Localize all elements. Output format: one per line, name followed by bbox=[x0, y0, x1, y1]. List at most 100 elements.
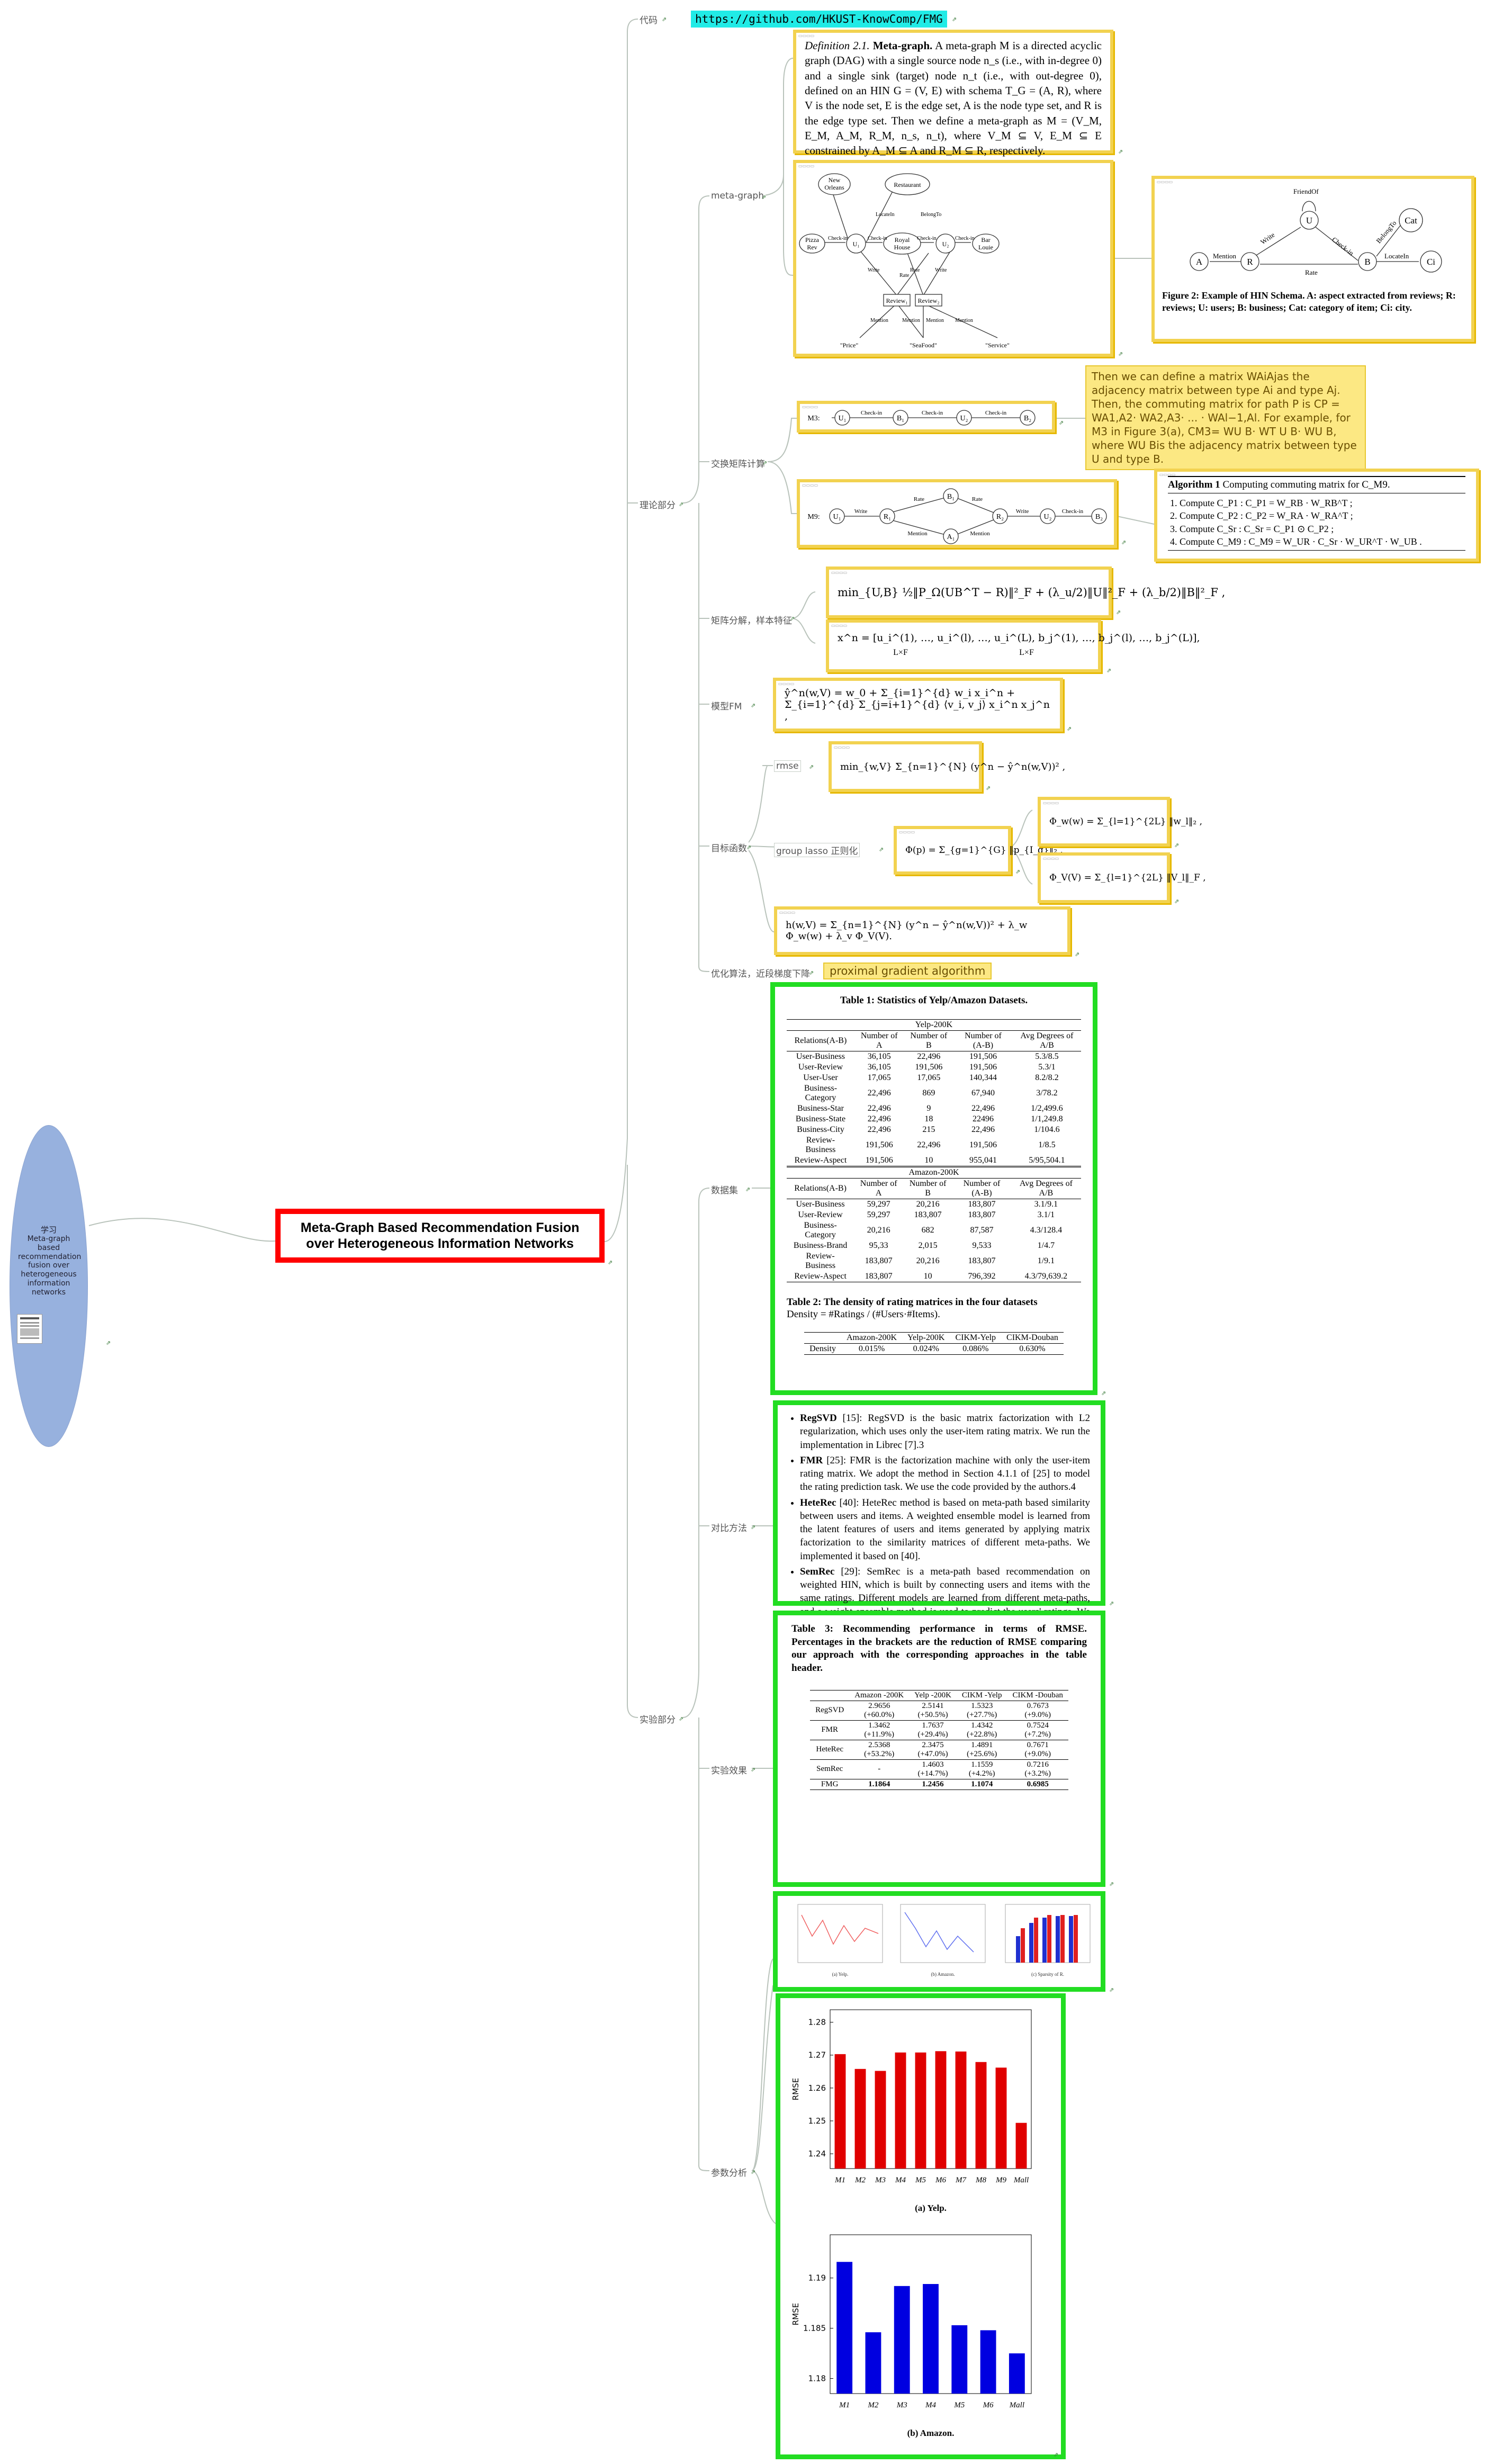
rmse-reduction: (+27.7%) bbox=[967, 1710, 997, 1719]
table-cell: User-User bbox=[803, 1073, 838, 1082]
node-objective[interactable]: 目标函数 bbox=[709, 841, 749, 854]
svg-text:BelongTo: BelongTo bbox=[1374, 219, 1398, 245]
feature-vector-card[interactable]: ▭▭▭▭ x^n = [u_i^(1), …, u_i^(l), …, u_i^… bbox=[826, 619, 1200, 672]
code-label[interactable]: 代码 bbox=[638, 13, 659, 26]
table-header-cell: Number of B bbox=[909, 1179, 947, 1198]
y-tick-label: 1.18 bbox=[808, 2374, 826, 2384]
root-topic[interactable] bbox=[10, 1125, 88, 1447]
bar bbox=[875, 2071, 886, 2169]
phi-w-card[interactable]: ▭▭▭▭ Φ_w(w) = Σ_{l=1}^{2L} ‖w_l‖₂ , bbox=[1038, 797, 1202, 847]
definition-text: Definition 2.1. Meta-graph. A meta-graph… bbox=[805, 38, 1102, 158]
section-theory[interactable]: 理论部分 bbox=[638, 498, 677, 511]
baseline-name: HeteRec bbox=[800, 1497, 836, 1508]
baselines-card[interactable]: RegSVD [15]: RegSVD is the basic matrix … bbox=[773, 1400, 1105, 1631]
svg-text:FriendOf: FriendOf bbox=[1293, 187, 1319, 195]
convergence-thumbnails-card[interactable]: (a) Yelp. (b) Amazon. (c) Sparsity of R. bbox=[773, 1891, 1105, 1992]
bar bbox=[915, 2052, 926, 2169]
table-cell: 1.1559(+4.2%) bbox=[957, 1759, 1007, 1779]
datasets-card[interactable]: Table 1: Statistics of Yelp/Amazon Datas… bbox=[770, 982, 1097, 1395]
group-lasso-card[interactable]: ▭▭▭▭ Φ(p) = Σ_{g=1}^{G} ‖p_{I_g}‖₂ , bbox=[894, 826, 1063, 875]
amazon-title: Amazon-200K bbox=[787, 1166, 1081, 1179]
definition-card[interactable]: ▭▭▭▭ Definition 2.1. Meta-graph. A meta-… bbox=[793, 30, 1113, 157]
schema-caption: Figure 2: Example of HIN Schema. A: aspe… bbox=[1162, 290, 1456, 313]
node-commuting-matrix[interactable]: 交换矩阵计算 bbox=[709, 456, 767, 470]
table-cell: 191,506 bbox=[969, 1140, 997, 1149]
node-rmse[interactable]: rmse bbox=[774, 760, 801, 772]
m9-label: M9: bbox=[807, 513, 820, 521]
commuting-note[interactable]: Then we can define a matrix WAiAjas the … bbox=[1085, 365, 1366, 470]
plot-frame bbox=[830, 2009, 1032, 2169]
svg-text:Check-in: Check-in bbox=[955, 236, 975, 241]
algorithm-step: Compute C_P2 : C_P2 = W_RA · W_RA^T ; bbox=[1180, 509, 1465, 522]
table-cell: Business-Category bbox=[804, 1083, 838, 1102]
rmse-value: 2.3475 bbox=[922, 1740, 944, 1749]
table-cell: Review-Business bbox=[805, 1251, 836, 1270]
table-header-cell: Number of B bbox=[910, 1031, 948, 1050]
svg-text:Write: Write bbox=[854, 508, 868, 515]
optimization-value[interactable]: proximal gradient algorithm bbox=[823, 963, 992, 979]
node-fm-model[interactable]: 模型FM bbox=[709, 699, 744, 712]
link-icon: ⇗ bbox=[608, 1260, 613, 1266]
node-results[interactable]: 实验效果 bbox=[709, 1763, 749, 1776]
node-matrix-factorization[interactable]: 矩阵分解，样本特征 bbox=[709, 613, 794, 626]
algorithm-step: Compute C_Sr : C_Sr = C_P1 ⊙ C_P2 ; bbox=[1180, 523, 1465, 535]
thumb-label: (a) Yelp. bbox=[832, 1972, 849, 1977]
node-meta-graph[interactable]: meta-graph bbox=[709, 191, 766, 201]
table-cell: 5.3/8.5 bbox=[1035, 1051, 1059, 1061]
central-topic[interactable]: Meta-Graph Based Recommendation Fusion o… bbox=[275, 1209, 605, 1263]
svg-text:Mention: Mention bbox=[970, 530, 990, 537]
rmse-value: 1.3462 bbox=[868, 1721, 890, 1730]
mf-formula-card[interactable]: ▭▭▭▭ min_{U,B} ½‖P_Ω(UB^T − R)‖²_F + (λ_… bbox=[826, 566, 1225, 618]
objective-formula-card[interactable]: ▭▭▭▭ h(w,V) = Σ_{n=1}^{N} (y^n − ŷ^n(w,V… bbox=[774, 906, 1070, 955]
definition-term: Meta-graph. bbox=[872, 39, 933, 52]
code-url-link[interactable]: https://github.com/HKUST-KnowComp/FMG bbox=[691, 11, 947, 28]
table-cell: Density bbox=[809, 1344, 836, 1354]
algorithm-card[interactable]: ▭▭▭▭ Algorithm 1 Computing commuting mat… bbox=[1154, 469, 1479, 562]
section-experiment[interactable]: 实验部分 bbox=[638, 1712, 677, 1725]
node-group-lasso[interactable]: group lasso 正则化 bbox=[774, 843, 860, 857]
phi-v-card[interactable]: ▭▭▭▭ Φ_V(V) = Σ_{l=1}^{2L} ‖V_l‖_F , bbox=[1038, 852, 1206, 903]
rmse-reduction: (+3.2%) bbox=[1024, 1769, 1051, 1778]
rmse-formula-card[interactable]: ▭▭▭▭ min_{w,V} Σ_{n=1}^{N} (y^n − ŷ^n(w,… bbox=[829, 741, 1065, 792]
table-cell: 0.015% bbox=[858, 1344, 885, 1354]
table-cell: 1.5323(+27.7%) bbox=[957, 1701, 1007, 1720]
table-cell: 59,297 bbox=[867, 1199, 890, 1209]
table-header-cell: Number of A bbox=[860, 1031, 898, 1050]
results-card[interactable]: Table 3: Recommending performance in ter… bbox=[773, 1611, 1105, 1887]
node-optimization[interactable]: 优化算法，近段梯度下降 bbox=[709, 966, 812, 979]
table3-caption: Table 3: Recommending performance in ter… bbox=[791, 1623, 1087, 1674]
node-parameter-analysis[interactable]: 参数分析 bbox=[709, 2165, 749, 2179]
x-tick-label: M8 bbox=[975, 2176, 986, 2184]
svg-text:Mention: Mention bbox=[902, 318, 920, 323]
link-icon: ⇗ bbox=[1059, 420, 1064, 426]
table-cell: 8.2/8.2 bbox=[1035, 1073, 1059, 1082]
table-cell: 0.024% bbox=[913, 1344, 939, 1354]
thumb-label: (c) Sparsity of R. bbox=[1031, 1972, 1064, 1977]
x-tick-label: M1 bbox=[834, 2176, 845, 2184]
node-datasets[interactable]: 数据集 bbox=[709, 1183, 740, 1196]
chart-title: (b) Amazon. bbox=[907, 2428, 955, 2438]
x-tick-label: M4 bbox=[895, 2176, 906, 2184]
svg-text:Check-in: Check-in bbox=[922, 410, 943, 416]
rmse-value: 1.5323 bbox=[971, 1701, 993, 1710]
link-icon: ⇗ bbox=[106, 1340, 111, 1346]
rmse-reduction: (+47.0%) bbox=[917, 1749, 948, 1758]
link-icon: ⇗ bbox=[1101, 1390, 1106, 1397]
fm-formula-card[interactable]: ▭▭▭▭ ŷ^n(w,V) = w_0 + Σ_{i=1}^{d} w_i x_… bbox=[773, 678, 1063, 732]
yelp-title: Yelp-200K bbox=[787, 1019, 1081, 1031]
rmse-value: 0.7524 bbox=[1027, 1721, 1049, 1730]
svg-text:U₂: U₂ bbox=[942, 240, 949, 248]
table-cell: 5.3/1 bbox=[1038, 1062, 1056, 1072]
y-tick-label: 1.28 bbox=[808, 2018, 826, 2027]
node-baselines[interactable]: 对比方法 bbox=[709, 1521, 749, 1534]
